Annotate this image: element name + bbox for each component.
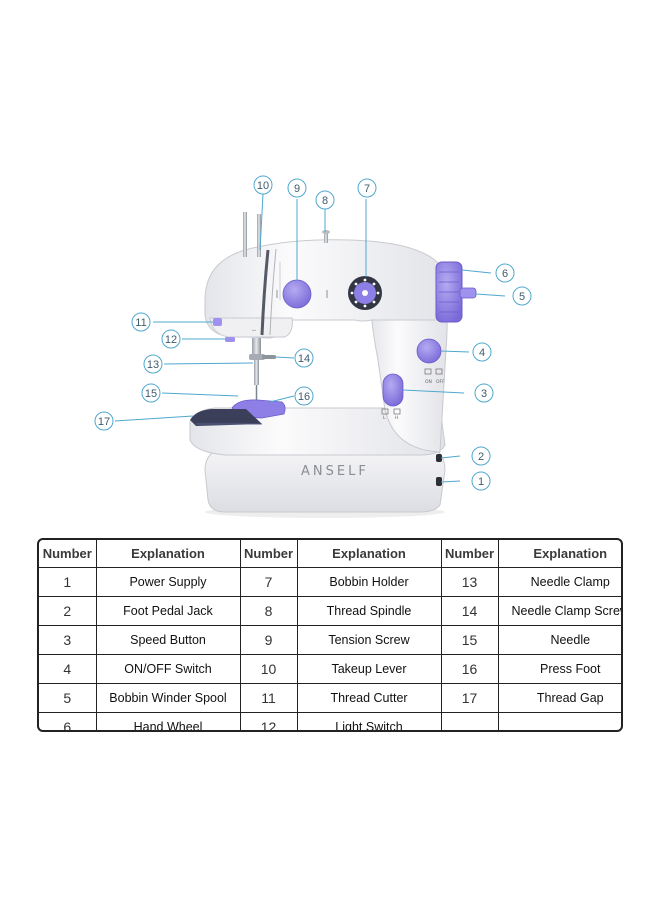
part-explanation: [497, 712, 621, 730]
callout-3: 3: [474, 383, 494, 403]
callout-9: 9: [287, 178, 307, 198]
svg-text:6: 6: [502, 268, 508, 280]
part-explanation: Light Switch: [296, 712, 442, 730]
part-explanation: Bobbin Holder: [296, 567, 442, 597]
svg-text:11: 11: [135, 317, 146, 329]
table-header-row: Number Explanation Number Explanation Nu…: [39, 540, 621, 568]
part-number: 12: [239, 712, 298, 730]
svg-text:3: 3: [481, 388, 487, 400]
part-explanation: Thread Spindle: [296, 596, 442, 626]
part-explanation: Needle Clamp: [497, 567, 621, 597]
column-header: Number: [239, 540, 298, 568]
callout-17: 17: [94, 411, 114, 431]
part-explanation: Press Foot: [497, 654, 621, 684]
part-number: 7: [239, 567, 298, 597]
on-label: ON: [425, 379, 432, 385]
callouts: 1 2 3 4 5 6 7 8 9 10 11 12 13 14 15 16 1…: [94, 175, 532, 491]
column-header: Explanation: [497, 540, 621, 568]
callout-11: 11: [131, 312, 151, 332]
part-explanation: Speed Button: [95, 625, 241, 655]
callout-10: 10: [253, 175, 273, 195]
brand-logo: ANSELF: [301, 464, 369, 479]
part-number: 6: [39, 712, 97, 730]
svg-text:14: 14: [298, 353, 310, 365]
part-number: 15: [440, 625, 499, 655]
part-explanation: Needle: [497, 625, 621, 655]
svg-text:1: 1: [478, 476, 484, 488]
callout-6: 6: [495, 263, 515, 283]
part-explanation: Needle Clamp Screw: [497, 596, 621, 626]
svg-text:13: 13: [147, 359, 159, 371]
part-explanation: Power Supply: [95, 567, 241, 597]
callout-5: 5: [512, 286, 532, 306]
callout-4: 4: [472, 342, 492, 362]
part-number: 16: [440, 654, 499, 684]
callout-12: 12: [161, 329, 181, 349]
low-speed-label: L: [383, 415, 386, 421]
off-label: OFF: [436, 379, 445, 385]
callout-16: 16: [294, 386, 314, 406]
column-header: Number: [39, 540, 97, 568]
machine-body: ꟷ ON OFF L H ANSELF: [189, 212, 477, 518]
part-number: 2: [39, 596, 97, 626]
callout-2: 2: [471, 446, 491, 466]
callout-8: 8: [315, 190, 335, 210]
svg-text:2: 2: [478, 451, 484, 463]
part-number: 9: [239, 625, 298, 655]
svg-text:4: 4: [479, 347, 485, 359]
table-row: 3 Speed Button 9 Tension Screw 15 Needle: [39, 625, 621, 655]
svg-text:5: 5: [519, 291, 525, 303]
part-explanation: Hand Wheel: [95, 712, 241, 730]
callout-7: 7: [357, 178, 377, 198]
part-explanation: Thread Gap: [497, 683, 621, 713]
svg-text:ꟷ: ꟷ: [252, 329, 256, 334]
part-number: 4: [39, 654, 97, 684]
table-row: 1 Power Supply 7 Bobbin Holder 13 Needle…: [39, 567, 621, 597]
table-row: 5 Bobbin Winder Spool 11 Thread Cutter 1…: [39, 683, 621, 713]
table-row: 6 Hand Wheel 12 Light Switch: [39, 712, 621, 730]
table-row: 2 Foot Pedal Jack 8 Thread Spindle 14 Ne…: [39, 596, 621, 626]
svg-text:7: 7: [364, 183, 370, 195]
svg-text:12: 12: [165, 334, 177, 346]
part-number: [440, 712, 499, 730]
part-explanation: Takeup Lever: [296, 654, 442, 684]
part-number: 14: [440, 596, 499, 626]
part-explanation: Thread Cutter: [296, 683, 442, 713]
svg-text:16: 16: [298, 391, 310, 403]
svg-text:8: 8: [322, 195, 328, 207]
part-explanation: ON/OFF Switch: [95, 654, 241, 684]
callout-14: 14: [294, 348, 314, 368]
part-number: 13: [440, 567, 499, 597]
table-row: 4 ON/OFF Switch 10 Takeup Lever 16 Press…: [39, 654, 621, 684]
column-header: Explanation: [95, 540, 241, 568]
part-number: 8: [239, 596, 298, 626]
callout-13: 13: [143, 354, 163, 374]
svg-text:10: 10: [257, 180, 269, 192]
high-speed-label: H: [395, 415, 398, 421]
part-number: 10: [239, 654, 298, 684]
part-explanation: Tension Screw: [296, 625, 442, 655]
callout-15: 15: [141, 383, 161, 403]
callout-1: 1: [471, 471, 491, 491]
callout-lines: [114, 193, 506, 483]
column-header: Number: [440, 540, 499, 568]
part-number: 3: [39, 625, 97, 655]
part-explanation: Foot Pedal Jack: [95, 596, 241, 626]
part-number: 5: [39, 683, 97, 713]
parts-table: Number Explanation Number Explanation Nu…: [37, 538, 623, 732]
svg-text:15: 15: [145, 388, 157, 400]
svg-text:17: 17: [98, 416, 110, 428]
svg-text:9: 9: [294, 183, 300, 195]
column-header: Explanation: [296, 540, 442, 568]
part-number: 17: [440, 683, 499, 713]
part-explanation: Bobbin Winder Spool: [95, 683, 241, 713]
sewing-machine-diagram: ꟷ ON OFF L H ANSELF: [94, 175, 532, 518]
part-number: 11: [239, 683, 298, 713]
part-number: 1: [39, 567, 97, 597]
